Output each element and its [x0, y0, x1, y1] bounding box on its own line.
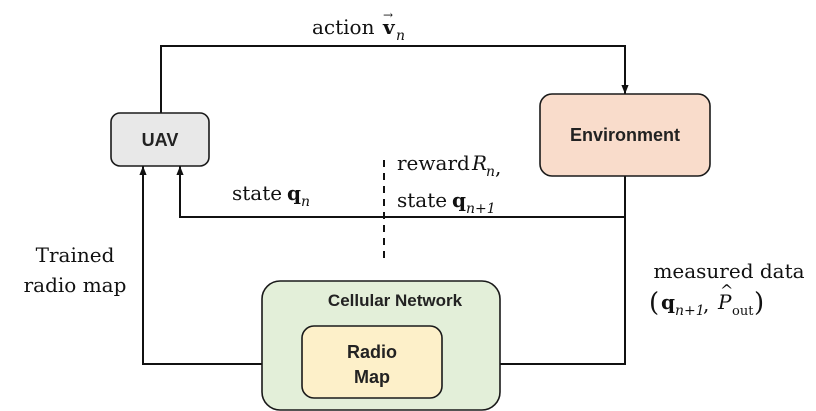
svg-text:radio map: radio map: [24, 273, 127, 297]
action-edge: [160, 45, 629, 113]
trained-map-edge: [139, 166, 302, 365]
uav-label: UAV: [142, 130, 179, 150]
measured-data-label: measured data ( q n+1 , P ^ out ): [649, 259, 805, 319]
action-vector-arrow: →: [383, 8, 393, 22]
svg-text:(: (: [649, 288, 659, 318]
svg-text:n+1: n+1: [466, 201, 496, 217]
radio-map-label-line2: Map: [354, 367, 390, 387]
uav-box: [110, 112, 210, 167]
reward-label: reward R n ,: [397, 151, 501, 180]
svg-text:P: P: [717, 290, 732, 314]
next-state-label: state q n+1: [397, 188, 496, 217]
svg-text:reward: reward: [397, 151, 470, 175]
svg-text:q: q: [661, 290, 675, 314]
svg-text:n: n: [396, 28, 405, 44]
radio-map-label-line1: Radio: [347, 342, 397, 362]
svg-text:measured data: measured data: [653, 259, 804, 283]
state-edge: [176, 166, 626, 218]
svg-text:R: R: [471, 151, 487, 175]
svg-text:n: n: [301, 194, 310, 210]
svg-text:state: state: [397, 188, 447, 212]
svg-text:,: ,: [703, 292, 709, 316]
svg-text:Trained: Trained: [36, 243, 115, 267]
svg-text:out: out: [732, 304, 754, 319]
svg-text:n+1: n+1: [675, 303, 705, 319]
svg-text:): ): [754, 288, 764, 318]
p-hat-accent: ^: [720, 281, 733, 300]
svg-text:q: q: [287, 181, 301, 205]
svg-text:v: v: [382, 15, 396, 39]
environment-label: Environment: [570, 125, 680, 145]
environment-box: [539, 93, 711, 177]
cellular-network-label: Cellular Network: [328, 291, 463, 310]
trained-radio-map-label: Trained radio map: [24, 243, 127, 297]
radio-map-box: [301, 325, 443, 399]
svg-text:n: n: [486, 164, 495, 180]
state-label: state q n: [232, 181, 310, 210]
svg-text:,: ,: [495, 155, 501, 179]
svg-text:action: action: [312, 15, 375, 39]
action-label: action v → n: [312, 8, 405, 44]
svg-text:state: state: [232, 181, 282, 205]
svg-text:q: q: [452, 188, 466, 212]
measured-data-edge: [442, 217, 626, 368]
